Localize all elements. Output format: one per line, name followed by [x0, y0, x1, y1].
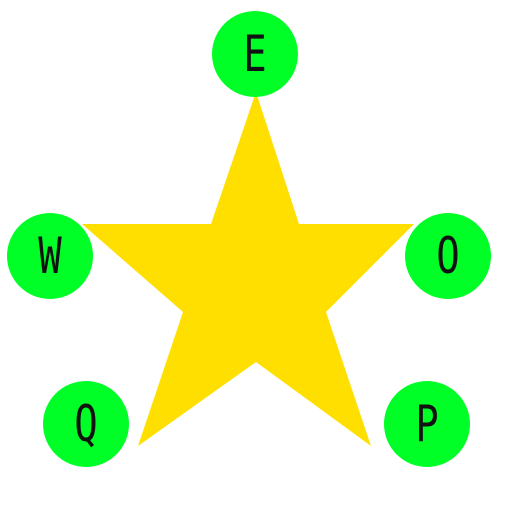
node-p[interactable]: P [384, 381, 470, 467]
node-label: O [436, 227, 460, 285]
node-q[interactable]: Q [43, 381, 129, 467]
star-polygon [82, 92, 414, 446]
node-label: W [38, 227, 62, 285]
node-w[interactable]: W [7, 213, 93, 299]
node-label: P [415, 395, 439, 453]
node-o[interactable]: O [405, 213, 491, 299]
node-e[interactable]: E [212, 11, 298, 97]
node-label: Q [74, 395, 98, 453]
node-label: E [243, 25, 267, 83]
